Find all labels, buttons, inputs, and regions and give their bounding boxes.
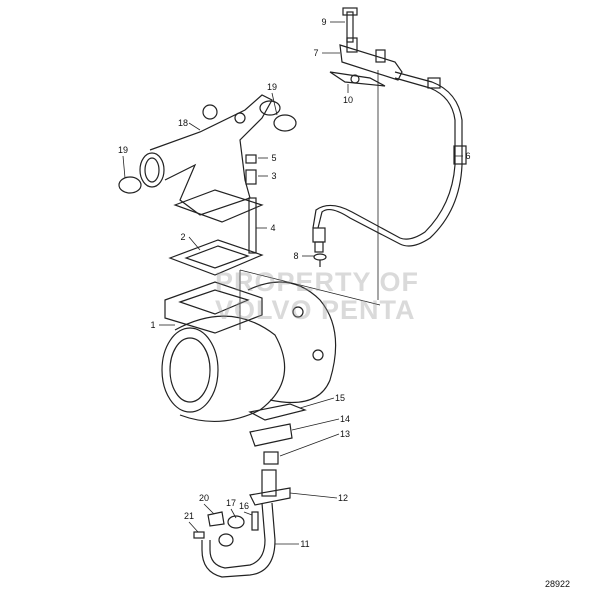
reference-number: 28922 (545, 579, 571, 589)
callout-18: 18 (177, 118, 189, 128)
callout-17: 17 (225, 498, 237, 508)
callout-11: 11 (300, 539, 310, 549)
callout-3: 3 (271, 171, 277, 181)
water-pipe (118, 94, 297, 254)
callout-7: 7 (313, 48, 319, 58)
oil-pipe (312, 71, 467, 247)
callout-20: 20 (198, 493, 210, 503)
callout-19-left: 19 (117, 145, 129, 155)
callout-8: 8 (293, 251, 299, 261)
drain-parts (193, 403, 307, 578)
callout-2: 2 (180, 232, 186, 242)
callout-13: 13 (339, 429, 351, 439)
callout-10: 10 (342, 95, 354, 105)
callout-16: 16 (238, 501, 250, 511)
callout-1: 1 (150, 320, 156, 330)
callout-5: 5 (271, 153, 277, 163)
callout-14: 14 (339, 414, 351, 424)
fitting (312, 227, 327, 267)
turbocharger (161, 281, 337, 422)
callout-4: 4 (270, 223, 276, 233)
callout-6: 6 (465, 151, 471, 161)
callout-21: 21 (183, 511, 195, 521)
callout-19-right: 19 (266, 82, 278, 92)
callout-12: 12 (337, 493, 349, 503)
banjo-fitting (329, 7, 403, 87)
callout-15: 15 (334, 393, 346, 403)
leader-lines (122, 21, 463, 545)
callout-9: 9 (321, 17, 327, 27)
gasket (168, 239, 264, 276)
